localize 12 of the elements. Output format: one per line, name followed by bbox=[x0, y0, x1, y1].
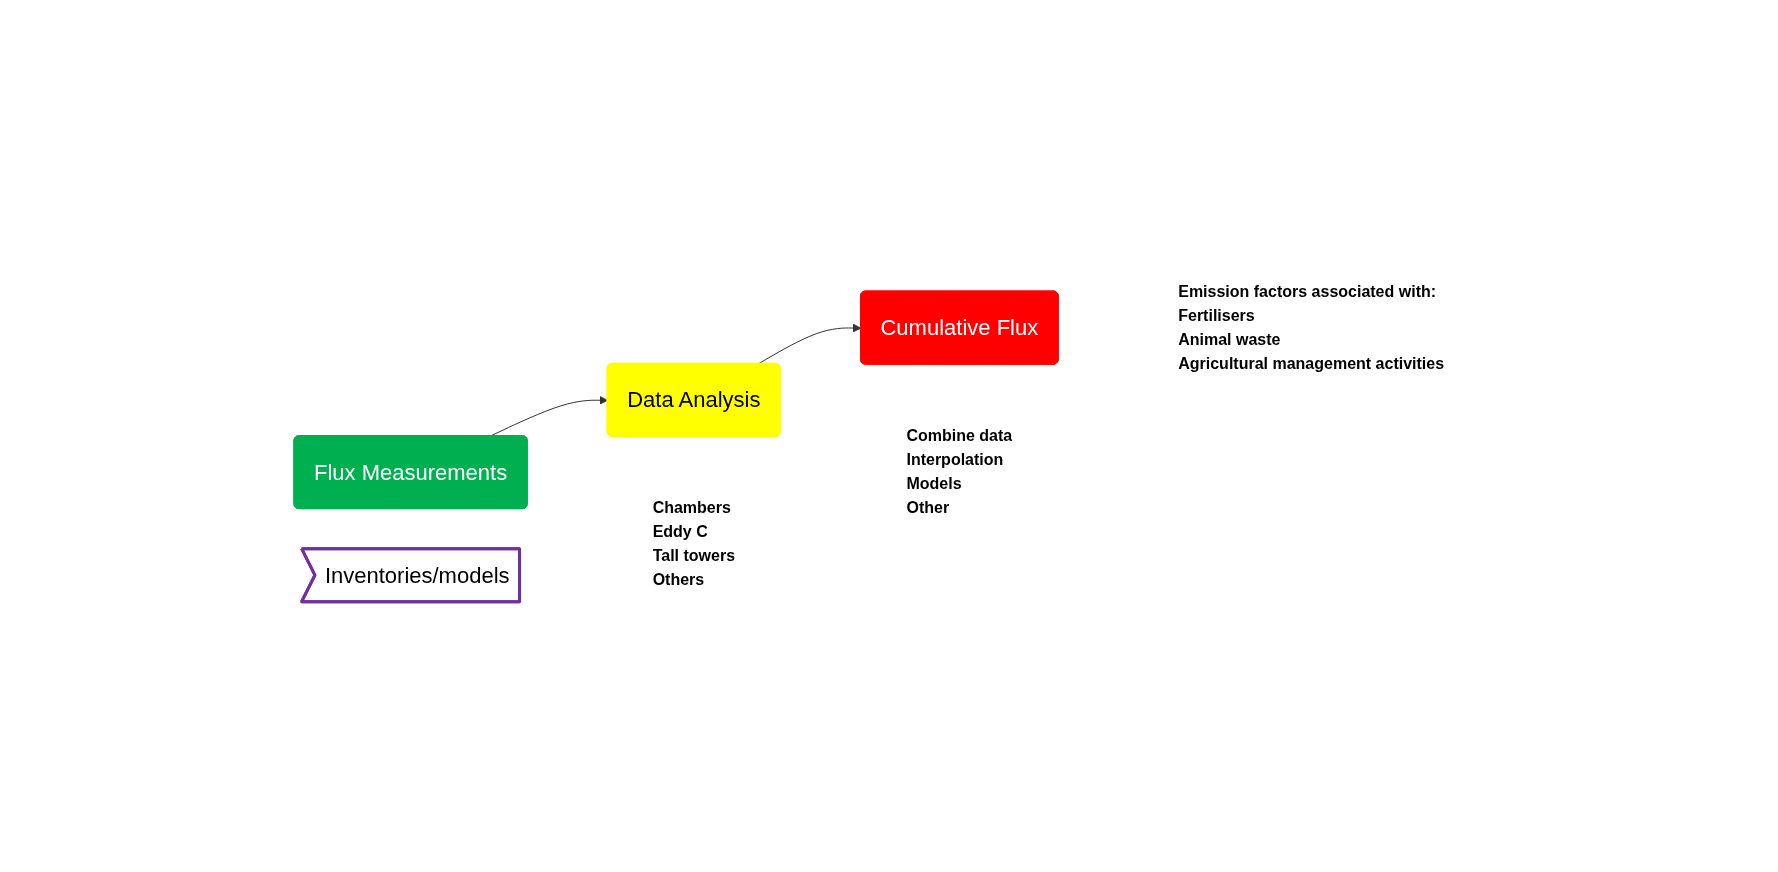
node-label: Tall towers bbox=[652, 547, 735, 565]
node-label: Agricultural management activities bbox=[1178, 354, 1445, 372]
node-label: Combine data bbox=[906, 427, 1013, 445]
node-label: Emission factors associated with: bbox=[1178, 282, 1437, 300]
node-label: Chambers bbox=[652, 499, 731, 517]
node-label: Animal waste bbox=[1178, 330, 1281, 348]
node-label: Others bbox=[652, 571, 705, 589]
node-label: Other bbox=[906, 499, 950, 517]
node-label: Models bbox=[906, 475, 962, 493]
node-label: Fertilisers bbox=[1178, 306, 1255, 324]
node-label: Eddy C bbox=[652, 523, 708, 541]
node-label: Interpolation bbox=[906, 451, 1004, 469]
